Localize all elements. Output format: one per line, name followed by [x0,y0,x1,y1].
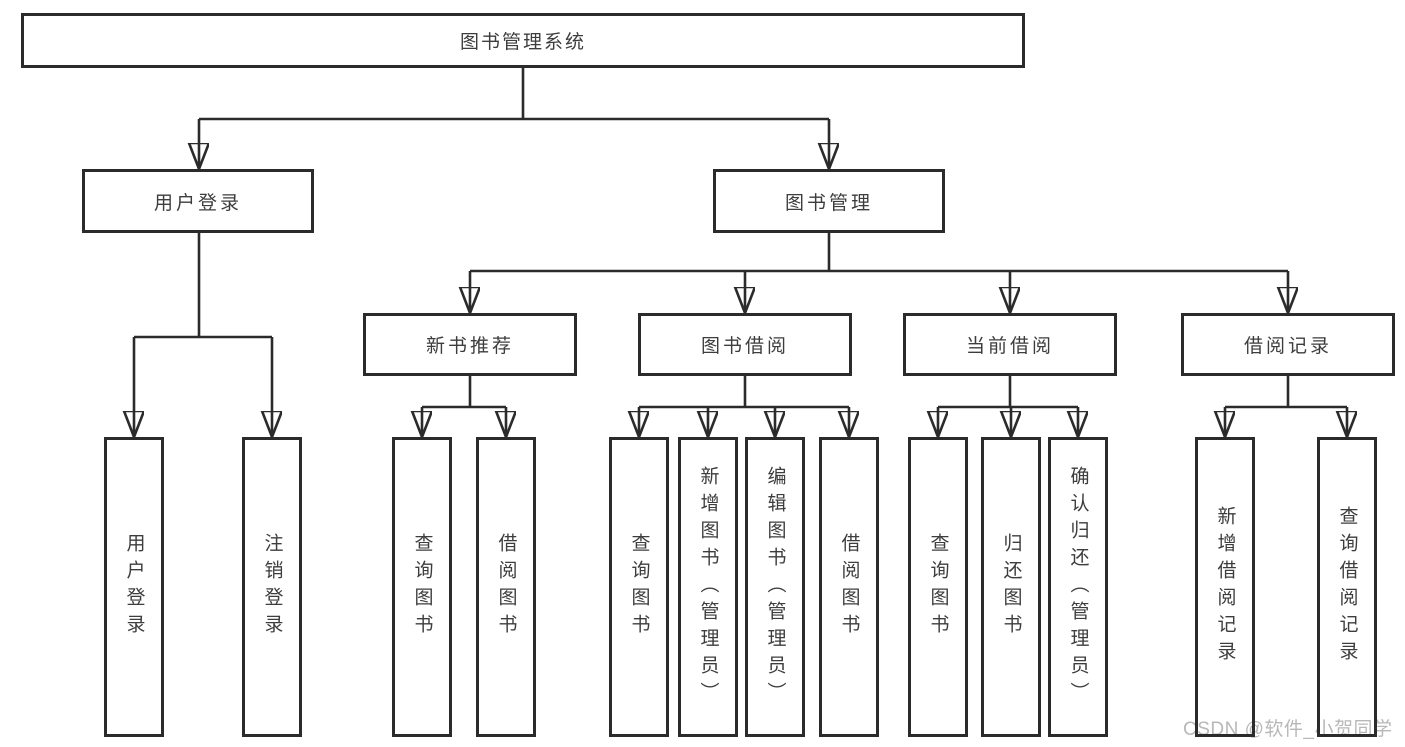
leaf-records-add: 新增借阅记录 [1195,437,1255,737]
node-root: 图书管理系统 [21,13,1025,68]
node-label: 借阅图书 [495,533,517,641]
node-label: 新增图书（管理员） [697,465,719,709]
leaf-borrowing-query: 查询图书 [609,437,669,737]
node-label: 图书管理 [784,192,873,214]
node-borrow-records: 借阅记录 [1181,313,1395,376]
node-current-borrowing: 当前借阅 [903,313,1117,376]
leaf-user-login: 用户登录 [104,437,164,737]
leaf-current-query: 查询图书 [908,437,968,737]
node-label: 新增借阅记录 [1214,506,1236,668]
node-label: 查询图书 [628,533,650,641]
leaf-newbooks-query: 查询图书 [392,437,452,737]
node-label: 编辑图书（管理员） [764,465,786,709]
node-label: 用户登录 [153,192,242,214]
leaf-borrowing-add: 新增图书（管理员） [678,437,738,737]
leaf-current-confirm: 确认归还（管理员） [1048,437,1108,737]
leaf-borrowing-edit: 编辑图书（管理员） [745,437,805,737]
node-label: 用户登录 [123,533,145,641]
leaf-borrowing-borrow: 借阅图书 [819,437,879,737]
node-label: 查询图书 [927,533,949,641]
node-user-login: 用户登录 [82,169,314,233]
node-label: 归还图书 [1000,533,1022,641]
watermark: CSDN @软件_小贺同学 [1183,719,1393,740]
node-label: 查询图书 [411,533,433,641]
node-new-books: 新书推荐 [363,313,577,376]
leaf-current-return: 归还图书 [981,437,1041,737]
node-label: 当前借阅 [965,336,1054,357]
leaf-newbooks-borrow: 借阅图书 [476,437,536,737]
node-label: 图书管理系统 [459,32,586,53]
leaf-records-query: 查询借阅记录 [1317,437,1377,737]
node-label: 新书推荐 [425,336,514,357]
node-book-borrowing: 图书借阅 [638,313,852,376]
node-label: 借阅记录 [1243,336,1332,357]
node-label: 借阅图书 [838,533,860,641]
node-label: 查询借阅记录 [1336,506,1358,668]
node-book-mgmt: 图书管理 [713,169,945,233]
node-label: 图书借阅 [700,336,789,357]
leaf-logout: 注销登录 [242,437,302,737]
node-label: 注销登录 [261,533,283,641]
node-label: 确认归还（管理员） [1067,465,1089,709]
